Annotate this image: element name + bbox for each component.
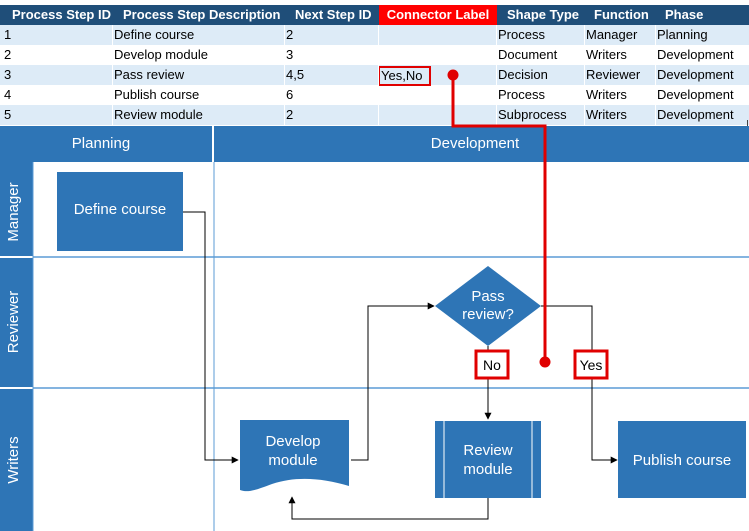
header-connector-label[interactable]: Connector Label <box>379 5 497 25</box>
column-divider <box>378 25 379 125</box>
process-shape-publish-course[interactable] <box>618 421 746 498</box>
table-row: 4 Publish course 6 Process Writers Devel… <box>0 85 749 105</box>
cell-description[interactable]: Pass review <box>114 67 185 82</box>
cell-function[interactable]: Reviewer <box>586 67 641 82</box>
cell-shape-type[interactable]: Decision <box>498 67 548 82</box>
cell-phase[interactable]: Development <box>657 107 734 122</box>
cell-function[interactable]: Writers <box>586 107 627 122</box>
table-row: 3 Pass review 4,5 Yes,No Decision Review… <box>0 65 749 86</box>
callout-dot-start <box>447 69 459 81</box>
column-divider <box>496 25 497 125</box>
table-row: 1 Define course 2 Process Manager Planni… <box>0 25 749 45</box>
connector-label-no-bg <box>474 349 510 380</box>
shape-label-develop-line1: Develop <box>265 433 320 450</box>
table-row: 5 Review module 2 Subprocess Writers Dev… <box>0 105 749 125</box>
cell-step-id[interactable]: 5 <box>4 107 12 122</box>
cell-next-step[interactable]: 2 <box>286 27 294 42</box>
cell-next-step[interactable]: 2 <box>286 107 294 122</box>
column-divider <box>584 25 585 125</box>
cell-description[interactable]: Develop module <box>114 47 208 62</box>
connector-label-yes-bg <box>573 349 609 380</box>
shape-label-decision-line2: review? <box>462 306 514 323</box>
header-function[interactable]: Function <box>594 7 649 22</box>
swimlane-lane-header-band <box>0 162 33 531</box>
cell-shape-type[interactable]: Document <box>498 47 558 62</box>
cell-function[interactable]: Manager <box>586 27 638 42</box>
cell-description[interactable]: Publish course <box>114 87 200 102</box>
cell-function[interactable]: Writers <box>586 87 627 102</box>
connector-define-to-develop[interactable] <box>183 211 239 464</box>
connector-label-no[interactable]: No <box>483 357 501 373</box>
connector-decision-yes[interactable] <box>541 305 618 464</box>
callout-dot-end <box>539 356 551 368</box>
cell-shape-type[interactable]: Process <box>498 27 545 42</box>
phase-label-planning[interactable]: Planning <box>72 135 130 152</box>
cell-phase[interactable]: Development <box>657 87 734 102</box>
cell-next-step[interactable]: 4,5 <box>286 67 305 82</box>
cell-shape-type[interactable]: Process <box>498 87 545 102</box>
connector-label-yes[interactable]: Yes <box>580 357 603 373</box>
lane-label-manager[interactable]: Manager <box>5 182 22 241</box>
lane-label-writers[interactable]: Writers <box>5 436 22 483</box>
cell-function[interactable]: Writers <box>586 47 627 62</box>
cell-phase[interactable]: Planning <box>657 27 708 42</box>
column-divider <box>655 25 656 125</box>
table-row: 2 Develop module 3 Document Writers Deve… <box>0 45 749 65</box>
cell-step-id[interactable]: 4 <box>4 87 12 102</box>
process-data-table: Process Step ID Process Step Description… <box>0 0 749 127</box>
cell-description[interactable]: Define course <box>114 27 195 42</box>
shape-label-publish-course: Publish course <box>633 452 731 469</box>
header-process-step-id[interactable]: Process Step ID <box>12 7 111 22</box>
document-shape-develop-module[interactable] <box>240 420 349 492</box>
header-next-step-id[interactable]: Next Step ID <box>295 7 372 22</box>
phase-label-development[interactable]: Development <box>431 135 520 152</box>
callout-line <box>451 75 547 362</box>
cell-shape-type[interactable]: Subprocess <box>498 107 567 122</box>
table-header: Process Step ID Process Step Description… <box>0 5 749 25</box>
cell-connector-label-highlighted[interactable]: Yes,No <box>378 66 431 86</box>
cell-next-step[interactable]: 3 <box>286 47 294 62</box>
shape-label-review-line1: Review <box>463 442 512 459</box>
header-process-step-description[interactable]: Process Step Description <box>123 7 281 22</box>
cell-phase[interactable]: Development <box>657 47 734 62</box>
cell-description[interactable]: Review module <box>114 107 203 122</box>
decision-shape-pass-review[interactable] <box>435 266 541 346</box>
column-divider <box>284 25 285 125</box>
column-divider <box>112 25 113 125</box>
header-phase[interactable]: Phase <box>665 7 704 22</box>
shape-label-review-line2: module <box>463 461 512 478</box>
cell-step-id[interactable]: 1 <box>4 27 12 42</box>
shape-label-define-course: Define course <box>74 201 167 218</box>
cell-phase[interactable]: Development <box>657 67 734 82</box>
subprocess-shape-review-module[interactable] <box>435 421 541 498</box>
header-shape-type[interactable]: Shape Type <box>507 7 580 22</box>
shape-label-decision-line1: Pass <box>471 288 504 305</box>
cell-step-id[interactable]: 3 <box>4 67 12 82</box>
cell-step-id[interactable]: 2 <box>4 47 12 62</box>
connector-review-to-develop[interactable] <box>288 496 489 520</box>
swimlane-phase-header-band <box>0 126 749 162</box>
cell-next-step[interactable]: 6 <box>286 87 294 102</box>
shape-label-develop-line2: module <box>268 452 317 469</box>
process-shape-define-course[interactable] <box>57 172 183 251</box>
connector-develop-to-review[interactable] <box>351 302 435 461</box>
lane-label-reviewer[interactable]: Reviewer <box>5 291 22 354</box>
